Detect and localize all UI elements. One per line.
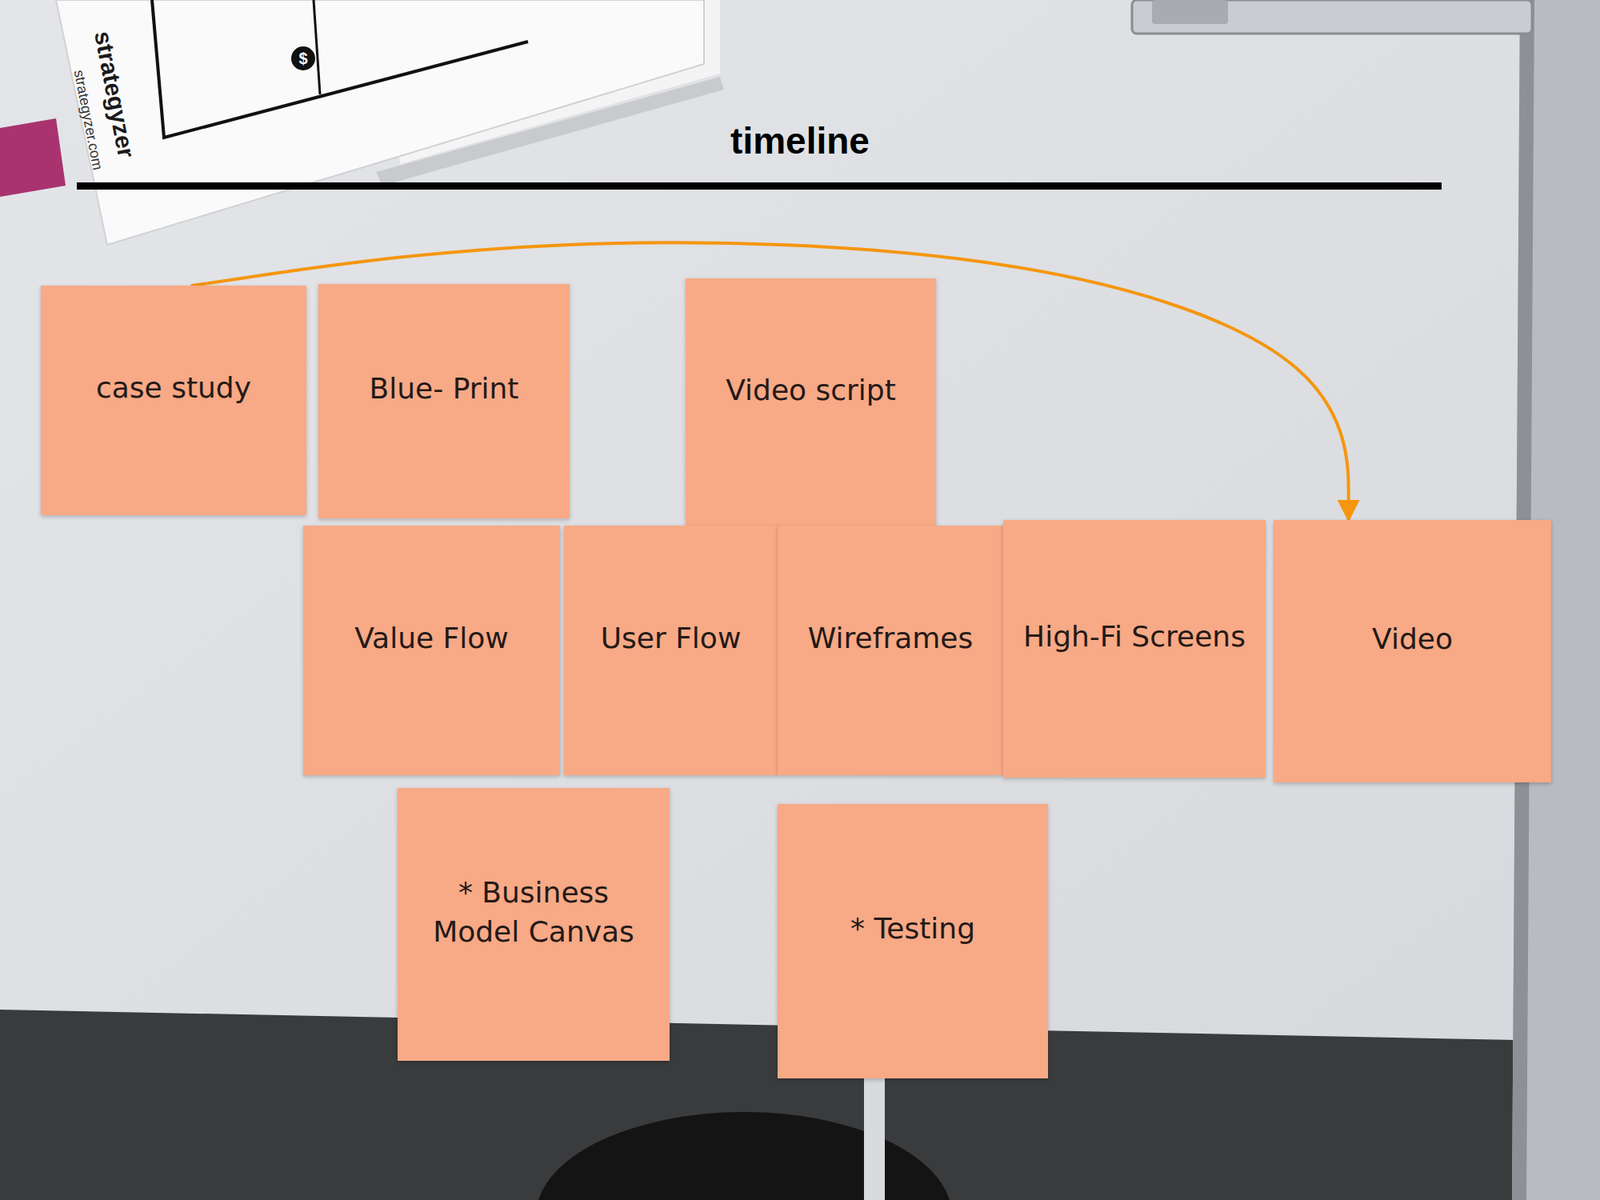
- note-text: User Flow: [600, 619, 742, 659]
- note-text: case study: [96, 368, 252, 408]
- note-text: Blue- Print: [369, 369, 520, 409]
- front-paper: [56, 0, 704, 245]
- timeline-line: [76, 182, 1442, 190]
- note-text: Wireframes: [808, 619, 973, 659]
- note-text: Value Flow: [354, 619, 508, 659]
- sticky-note: Video script: [685, 278, 936, 528]
- note-text: High-Fi Screens: [1023, 617, 1246, 657]
- note-text: Video: [1372, 620, 1453, 660]
- magenta-paper: [0, 118, 66, 197]
- sticky-note: Video: [1273, 520, 1552, 783]
- device: [1132, 0, 1532, 34]
- sticky-note: case study: [40, 285, 307, 516]
- sticky-note: Value Flow: [303, 525, 560, 776]
- title: timeline: [730, 119, 870, 163]
- canvas-frame-line: [152, 0, 528, 138]
- sticky-note: * Testing: [777, 804, 1048, 1079]
- icon-circle: [291, 46, 316, 71]
- sticky-note: User Flow: [564, 525, 778, 776]
- note-text: Video script: [725, 371, 896, 411]
- sticky-note: Blue- Print: [318, 284, 570, 519]
- dollar-icon: $: [298, 49, 308, 68]
- sticky-note: Wireframes: [777, 525, 1004, 776]
- canvas-frame-line: [313, 0, 320, 95]
- sticky-note: * Business Model Canvas: [397, 788, 670, 1061]
- note-text: * Business Model Canvas: [413, 873, 654, 952]
- device-part: [1152, 0, 1228, 24]
- note-text: * Testing: [850, 909, 976, 949]
- person-shadow: [536, 1112, 952, 1200]
- sticky-note: High-Fi Screens: [1003, 520, 1266, 778]
